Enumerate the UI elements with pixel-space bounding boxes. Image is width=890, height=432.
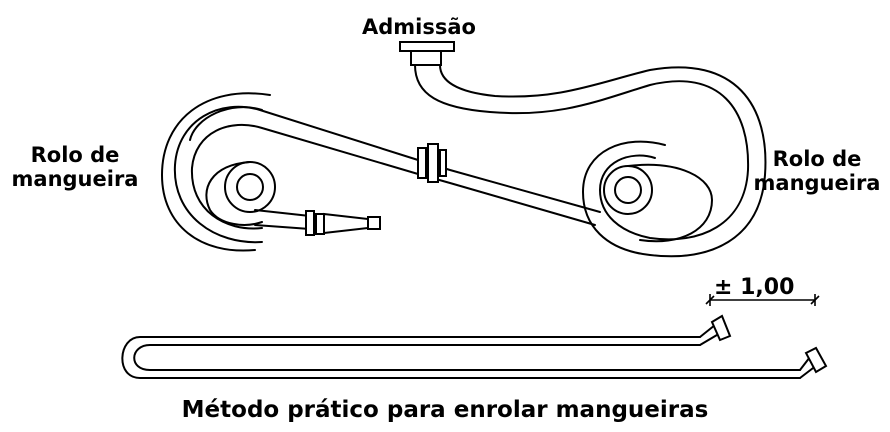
upper-hose-right (414, 64, 767, 258)
intake-label: Admissão (362, 15, 476, 39)
right-reel-label: Rolo de mangueira (742, 147, 890, 195)
right-reel-label-line1: Rolo de (772, 147, 862, 171)
left-reel-label: Rolo de mangueira (0, 143, 150, 191)
middle-hose (173, 105, 601, 244)
right-reel-label-line2: mangueira (753, 171, 881, 195)
caption: Método prático para enrolar mangueiras (181, 397, 709, 423)
nozzle (254, 209, 381, 236)
folded-hose (121, 314, 828, 379)
dimension-label: ± 1,00 (714, 275, 795, 300)
right-reel (603, 163, 713, 243)
left-reel-label-line1: Rolo de (30, 143, 120, 167)
left-reel-label-line2: mangueira (11, 167, 139, 191)
dimension-line (705, 294, 820, 306)
left-reel (161, 92, 276, 252)
intake-coupling (399, 41, 455, 66)
center-coupling (417, 143, 447, 183)
